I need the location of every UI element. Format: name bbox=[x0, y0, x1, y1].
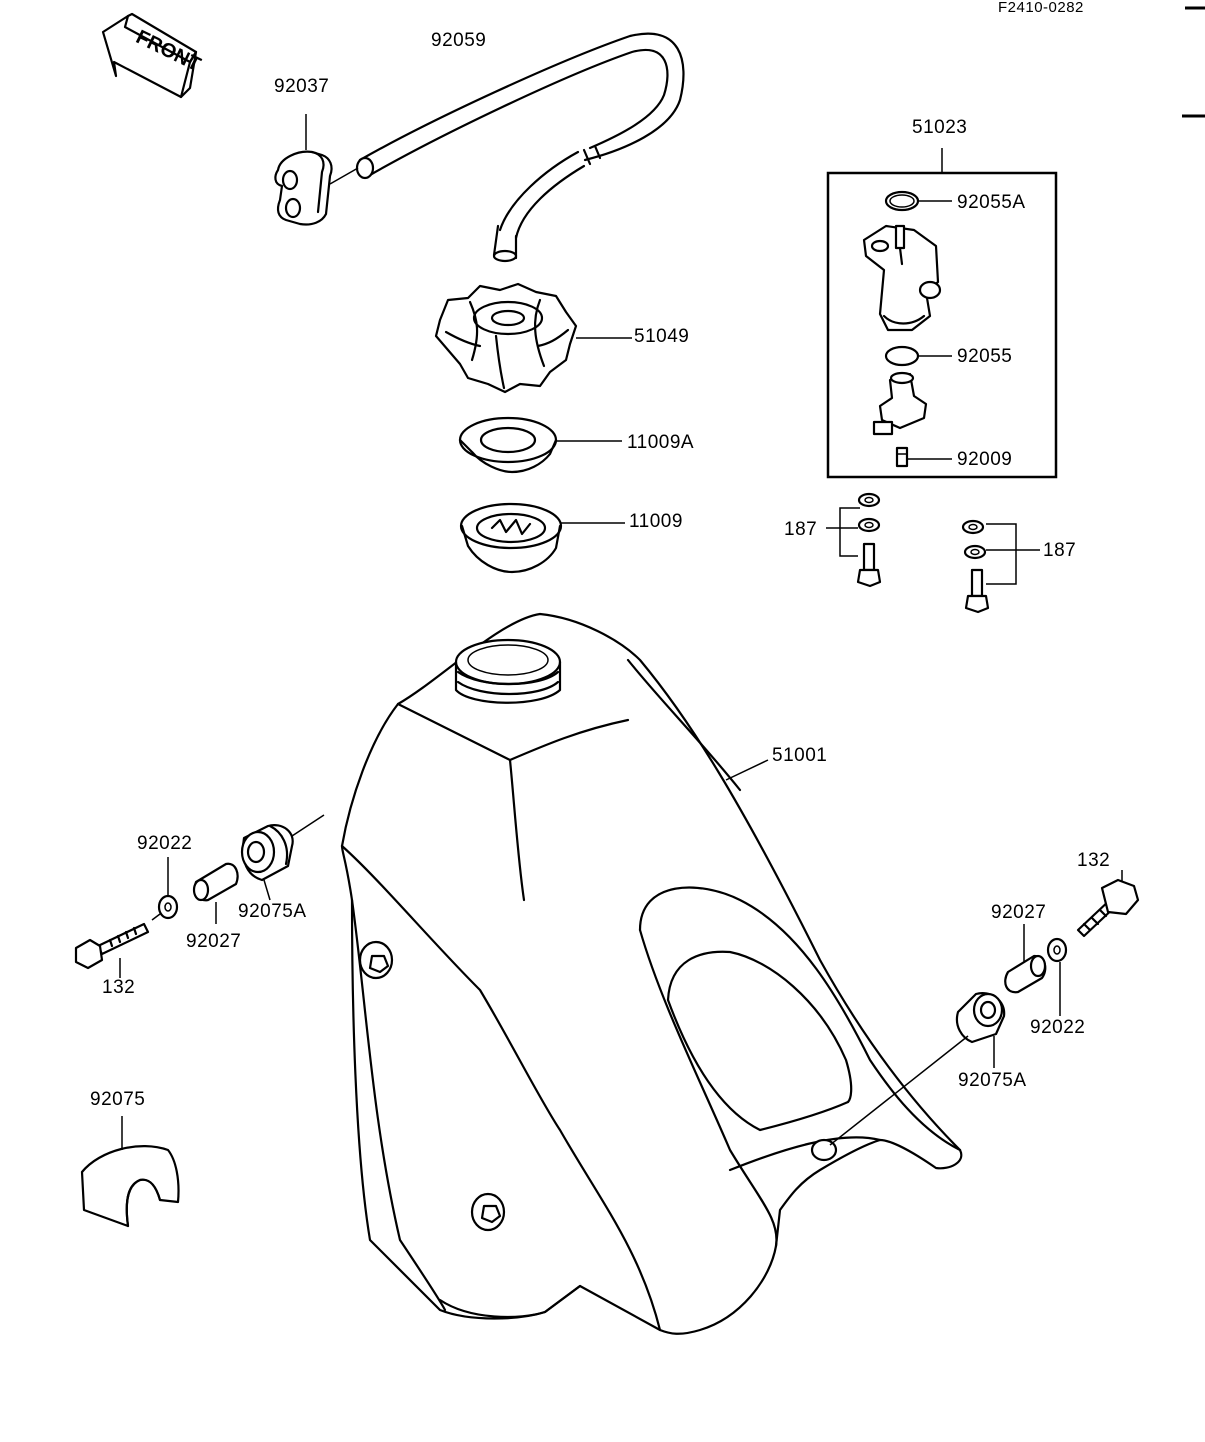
bolt-set-right bbox=[961, 519, 1040, 614]
label-51049: 51049 bbox=[634, 326, 690, 347]
left-mount-hardware bbox=[74, 814, 325, 978]
cap-base bbox=[459, 502, 625, 574]
label-187-left: 187 bbox=[784, 519, 818, 540]
label-132-right: 132 bbox=[1077, 850, 1111, 871]
label-51001: 51001 bbox=[772, 745, 828, 766]
fuel-tank bbox=[340, 612, 963, 1335]
label-92055: 92055 bbox=[957, 346, 1013, 367]
figure-code: F2410-0282 bbox=[998, 0, 1084, 16]
bolt-set-left bbox=[826, 492, 882, 588]
cap-gasket bbox=[458, 416, 622, 474]
label-92022-right: 92022 bbox=[1030, 1017, 1086, 1038]
breather-hose bbox=[355, 32, 685, 263]
label-92055a: 92055A bbox=[957, 192, 1026, 213]
hose-clip bbox=[274, 114, 359, 226]
tank-cover bbox=[80, 1116, 180, 1228]
label-51023: 51023 bbox=[912, 117, 968, 138]
right-mount-hardware bbox=[829, 870, 1140, 1146]
label-92009: 92009 bbox=[957, 449, 1013, 470]
label-187-right: 187 bbox=[1043, 540, 1077, 561]
label-92075: 92075 bbox=[90, 1089, 146, 1110]
label-92037: 92037 bbox=[274, 76, 330, 97]
label-92075a-left: 92075A bbox=[238, 901, 307, 922]
edge-marks bbox=[1182, 6, 1205, 118]
label-132-left: 132 bbox=[102, 977, 136, 998]
label-92075a-right: 92075A bbox=[958, 1070, 1027, 1091]
label-92059: 92059 bbox=[431, 30, 487, 51]
front-arrow-icon: FRONT bbox=[101, 12, 204, 99]
label-92027-right: 92027 bbox=[991, 902, 1047, 923]
label-11009a: 11009A bbox=[627, 432, 695, 453]
label-92022-left: 92022 bbox=[137, 833, 193, 854]
fuel-valve-assembly bbox=[826, 148, 1058, 479]
label-11009: 11009 bbox=[629, 511, 683, 532]
label-92027-left: 92027 bbox=[186, 931, 242, 952]
fuel-cap bbox=[434, 282, 632, 394]
